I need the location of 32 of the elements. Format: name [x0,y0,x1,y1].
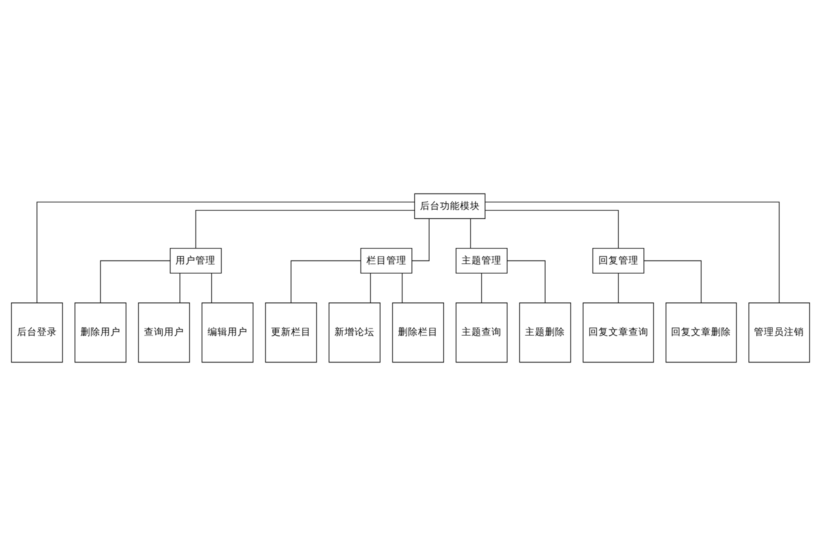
node-box: 查询用户 [138,302,190,362]
node-box: 删除栏目 [392,302,444,362]
connector [644,260,702,303]
node-box: 回复文章查询 [582,302,654,362]
node-box: 新增论坛 [328,302,380,362]
connector [36,201,415,302]
connector [195,210,415,248]
connector [484,210,619,248]
node-box: 后台登录 [11,302,63,362]
node-box: 回复管理 [592,247,644,274]
connector [100,260,170,303]
node-box: 删除用户 [74,302,126,362]
node-box: 主题查询 [456,302,508,362]
node-box: 主题管理 [456,247,508,274]
node-box: 更新栏目 [265,302,317,362]
node-box: 后台功能模块 [414,192,486,218]
node-box: 管理员注销 [748,302,810,362]
connector [470,218,471,248]
connector [370,272,371,302]
node-box: 回复文章删除 [666,302,737,362]
connector [506,260,546,303]
node-box: 编辑用户 [202,302,254,362]
node-box: 主题删除 [519,302,572,362]
connector [618,272,619,302]
connector [211,272,212,302]
connector [402,272,403,302]
connector [290,260,361,303]
node-box: 用户管理 [170,247,222,274]
connector [412,218,430,261]
connector [484,201,780,302]
node-box: 栏目管理 [360,247,412,274]
connector [481,272,482,302]
